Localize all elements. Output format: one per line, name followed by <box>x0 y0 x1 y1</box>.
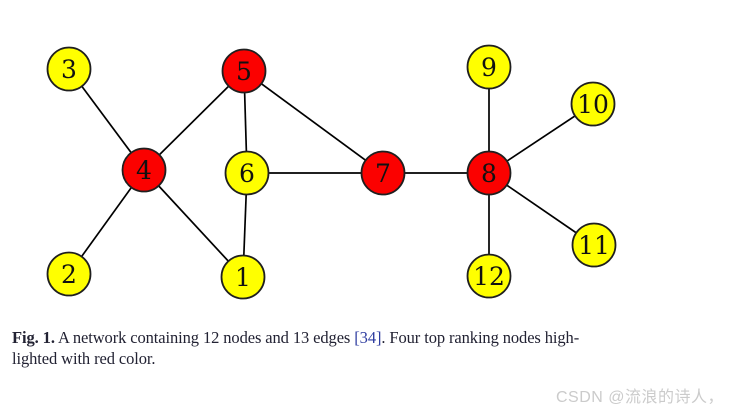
node-label: 1 <box>235 263 251 292</box>
node-circle <box>46 251 92 297</box>
node-label: 6 <box>239 159 255 188</box>
node-circle <box>466 150 512 196</box>
node-label: 3 <box>61 55 77 84</box>
node-circle <box>571 222 617 268</box>
edge-1-4 <box>143 169 244 278</box>
caption-text-before-ref: A network containing 12 nodes and 13 edg… <box>54 328 355 347</box>
caption-line-1: Fig. 1. A network containing 12 nodes an… <box>12 328 712 349</box>
node-circle <box>121 147 167 193</box>
node-circle <box>466 44 512 90</box>
node-circle <box>466 253 512 299</box>
node-10: 10 <box>570 81 616 127</box>
node-circle <box>570 81 616 127</box>
node-2: 2 <box>46 251 92 297</box>
figure-caption: Fig. 1. A network containing 12 nodes an… <box>12 328 712 370</box>
node-label: 12 <box>473 262 505 291</box>
node-circle <box>220 254 266 300</box>
node-7: 7 <box>360 150 406 196</box>
node-label: 11 <box>578 231 610 260</box>
citation-ref-34[interactable]: [34] <box>354 328 382 347</box>
node-label: 2 <box>61 260 77 289</box>
node-label: 10 <box>577 90 609 119</box>
node-9: 9 <box>466 44 512 90</box>
node-12: 12 <box>466 253 512 299</box>
edge-5-7 <box>243 70 384 174</box>
node-label: 5 <box>236 57 252 86</box>
caption-text-line2: lighted with red color. <box>12 348 156 368</box>
node-3: 3 <box>46 46 92 92</box>
caption-line-2: lighted with red color. <box>12 349 712 370</box>
node-8: 8 <box>466 150 512 196</box>
node-circle <box>224 150 270 196</box>
node-6: 6 <box>224 150 270 196</box>
node-circle <box>46 46 92 92</box>
caption-text-after-ref: . Four top ranking nodes high- <box>381 328 580 347</box>
csdn-watermark: CSDN @流浪的诗人， <box>555 389 724 406</box>
node-label: 7 <box>375 159 391 188</box>
figure-label: Fig. 1. <box>12 328 55 347</box>
node-label: 4 <box>136 156 152 185</box>
node-label: 8 <box>481 159 497 188</box>
node-circle <box>360 150 406 196</box>
node-4: 4 <box>121 147 167 193</box>
edge-4-5 <box>143 70 245 171</box>
node-label: 9 <box>481 53 497 82</box>
node-1: 1 <box>220 254 266 300</box>
node-11: 11 <box>571 222 617 268</box>
node-5: 5 <box>221 48 267 94</box>
node-circle <box>221 48 267 94</box>
